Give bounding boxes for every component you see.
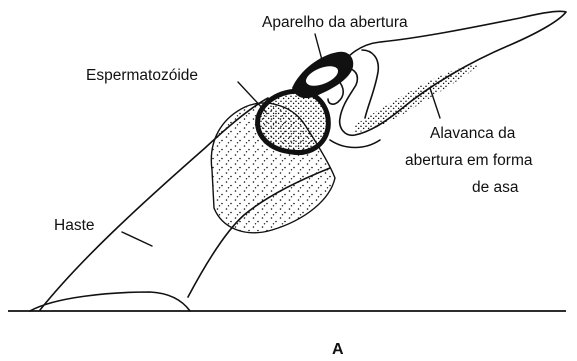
leader-opening-apparatus [315, 34, 322, 60]
wing-lever-inner [362, 50, 378, 118]
label-sperm: Espermatozóide [86, 67, 198, 84]
label-stalk: Haste [54, 217, 95, 234]
wing-lever-base [330, 140, 380, 148]
label-lever-line2: abertura em forma [405, 152, 533, 169]
basal-plate [30, 292, 190, 311]
label-opening-apparatus: Aparelho da abertura [262, 14, 408, 31]
leader-stalk [122, 232, 152, 246]
sperm-core [258, 91, 329, 152]
label-lever-line1: Alavanca da [430, 125, 516, 142]
panel-letter: A [332, 341, 344, 358]
wing-lever-stipple [355, 64, 480, 132]
label-lever-line3: de asa [472, 179, 519, 196]
